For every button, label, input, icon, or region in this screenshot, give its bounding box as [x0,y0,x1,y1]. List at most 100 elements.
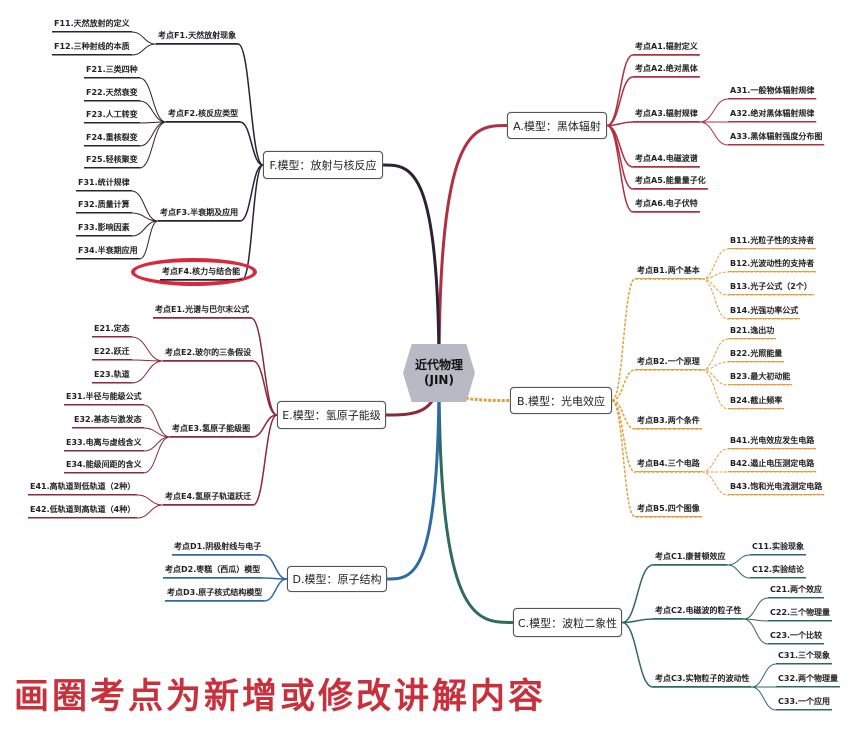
topic-e1[interactable]: 考点E1.光谱与巴尔末公式 [153,303,252,318]
subtopic-connector [699,98,817,123]
topic-a6[interactable]: 考点A6.电子伏特 [633,197,700,212]
subtopic-b42[interactable]: B42.遏止电压测定电路 [728,457,817,472]
topic-b1[interactable]: 考点B1.两个基本 [635,264,702,279]
branch-node-b[interactable]: B.模型：光电效应 [510,387,612,414]
topic-e3[interactable]: 考点E3.氢原子能级图 [170,422,253,437]
subtopic-connector [84,121,167,169]
subtopic-b21[interactable]: B21.逸出功 [728,324,777,339]
subtopic-connector [751,663,833,688]
subtopic-b13[interactable]: B13.光子公式（2个） [728,280,814,295]
subtopic-c22[interactable]: C22.三个物理量 [768,606,833,621]
subtopic-e33[interactable]: E33.电离与虚线含义 [64,436,144,451]
subtopic-connector [743,618,825,645]
topic-f2[interactable]: 考点F2.核反应类型 [166,107,241,122]
topic-b5[interactable]: 考点B5.四个图像 [635,502,702,517]
subtopic-e22[interactable]: E22.跃迁 [92,345,132,360]
subtopic-b22[interactable]: B22.光照能量 [728,347,785,362]
subtopic-connector [92,359,164,362]
subtopic-b14[interactable]: B14.光强功率公式 [728,304,801,319]
subtopic-c33[interactable]: C33.一个应用 [776,695,833,710]
subtopic-f21[interactable]: F21.三类四种 [84,63,140,78]
topic-d1[interactable]: 考点D1.阴极射线与电子 [172,540,264,555]
subtopic-f25[interactable]: F25.轻核聚变 [84,153,140,168]
topic-connector [606,121,700,127]
topic-c2[interactable]: 考点C2.电磁波的粒子性 [653,604,744,619]
subtopic-f11[interactable]: F11.天然放射的定义 [52,17,132,32]
subtopic-connector [751,686,833,711]
subtopic-a32[interactable]: A32.绝对黑体辐射规律 [728,107,817,122]
subtopic-connector [699,121,825,146]
subtopic-f33[interactable]: F33.影响因素 [76,221,132,236]
topic-b4[interactable]: 考点B4.三个电路 [635,457,702,472]
subtopic-connector [701,361,785,371]
branch-node-a[interactable]: A.模型：黑体辐射 [507,112,607,139]
topic-d3[interactable]: 考点D3.原子核式结构模型 [165,586,265,601]
subtopic-e31[interactable]: E31.半径与能级公式 [64,390,144,405]
topic-f3[interactable]: 考点F3.半衰期及应用 [158,206,241,221]
topic-connector [621,564,728,624]
topic-b2[interactable]: 考点B2.一个原理 [635,355,702,370]
subtopic-connector [701,369,785,410]
central-topic[interactable]: 近代物理 (JIN) [403,344,475,402]
subtopic-f34[interactable]: F34.半衰期应用 [76,244,140,259]
subtopic-connector [701,338,777,371]
subtopic-connector [743,597,825,620]
topic-connector [163,360,278,416]
subtopic-f22[interactable]: F22.天然衰变 [84,86,140,101]
topic-connector [163,577,288,580]
subtopic-b12[interactable]: B12.光波动性的支持者 [728,257,817,272]
topic-c1[interactable]: 考点C1.康普顿效应 [653,550,728,565]
subtopic-connector [727,564,807,579]
topic-f1[interactable]: 考点F1.天然放射现象 [156,29,239,44]
topic-a5[interactable]: 考点A5.能量量子化 [633,174,708,189]
branch-connector-f [382,163,441,374]
subtopic-e41[interactable]: E41.高轨道到低轨道（2种） [28,480,138,495]
subtopic-b23[interactable]: B23.最大初动能 [728,370,793,385]
branch-node-f[interactable]: F.模型：放射与核反应 [263,151,383,179]
subtopic-b41[interactable]: B41.光电效应发生电路 [728,434,817,449]
subtopic-e32[interactable]: E32.基态与激发态 [72,413,144,428]
subtopic-b43[interactable]: B43.饱和光电流测定电路 [728,480,825,495]
topic-a1[interactable]: 考点A1.辐射定义 [633,40,700,55]
subtopic-c23[interactable]: C23.一个比较 [768,629,825,644]
subtopic-connector [52,43,157,56]
topic-e4[interactable]: 考点E4.氢原子轨道跃迁 [163,490,254,505]
subtopic-e42[interactable]: E42.低轨道到高轨道（4种） [28,503,138,518]
topic-f4[interactable]: 考点F4.核力与结合能 [160,265,243,280]
subtopic-e21[interactable]: E21.定态 [92,322,132,337]
subtopic-b24[interactable]: B24.截止频率 [728,394,785,409]
topic-e2[interactable]: 考点E2.玻尔的三条假设 [163,346,254,361]
branch-node-c[interactable]: C.模型：波粒二象性 [513,608,622,637]
subtopic-connector [701,278,801,320]
subtopic-f24[interactable]: F24.重核裂变 [84,131,140,146]
subtopic-f23[interactable]: F23.人工转变 [84,108,140,123]
subtopic-a31[interactable]: A31.一般物体辐射规律 [728,84,817,99]
subtopic-connector [28,494,164,506]
branch-node-e[interactable]: E.模型：氢原子能级 [277,401,386,429]
topic-b3[interactable]: 考点B3.两个条件 [635,414,702,429]
subtopic-c11[interactable]: C11.实验现象 [750,540,807,555]
subtopic-c21[interactable]: C21.两个效应 [768,583,825,598]
subtopic-e34[interactable]: E34.能级间距的含义 [64,458,144,473]
topic-d2[interactable]: 考点D2.枣糕（西瓜）模型 [163,563,263,578]
subtopic-f12[interactable]: F12.三种射线的本质 [52,40,132,55]
branch-node-d[interactable]: D.模型：原子结构 [287,566,387,592]
subtopic-c31[interactable]: C31.三个现象 [776,649,833,664]
topic-a3[interactable]: 考点A3.辐射规律 [633,107,700,122]
subtopic-connector [72,427,171,438]
topic-connector [611,399,702,430]
subtopic-a33[interactable]: A33.黑体辐射强度分布图 [728,130,825,145]
subtopic-c12[interactable]: C12.实验结论 [750,563,807,578]
topic-a4[interactable]: 考点A4.电磁波谱 [633,152,700,167]
subtopic-connector [76,220,159,260]
subtopic-connector [52,31,157,45]
subtopic-f32[interactable]: F32.质量计算 [76,198,132,213]
subtopic-e23[interactable]: E23.轨道 [92,368,132,383]
topic-a2[interactable]: 考点A2.绝对黑体 [633,62,700,77]
subtopic-c32[interactable]: C32.两个物理量 [776,672,841,687]
subtopic-connector [701,278,814,296]
subtopic-connector [92,336,164,362]
subtopic-b11[interactable]: B11.光粒子性的支持者 [728,234,817,249]
topic-c3[interactable]: 考点C3.实物粒子的波动性 [653,672,752,687]
subtopic-f31[interactable]: F31.统计规律 [76,176,132,191]
